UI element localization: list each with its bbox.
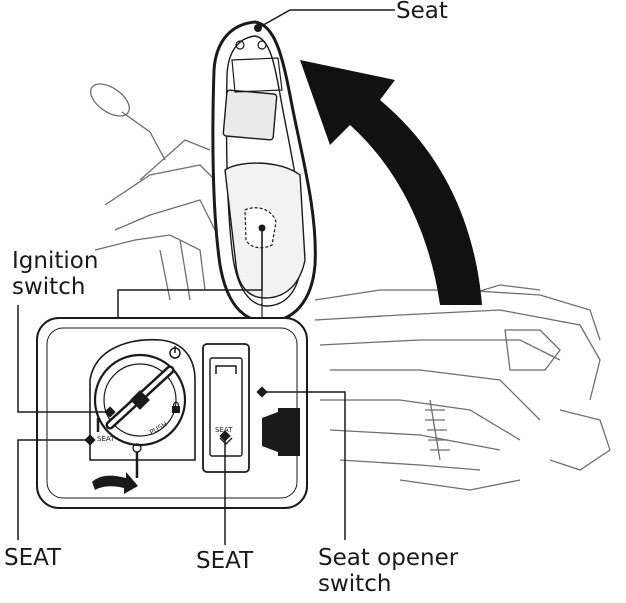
mirror-sketch <box>90 83 130 117</box>
seat-left-label: SEAT <box>4 545 62 571</box>
switch-panel: PUSH SEAT SEAT <box>36 317 308 509</box>
lock-icon <box>172 406 180 413</box>
seat-button-marking: SEAT <box>215 426 233 434</box>
ignition-switch-label: Ignition switch <box>12 248 99 300</box>
seat-mid-label: SEAT <box>196 548 254 574</box>
scooter-sketch <box>90 83 611 491</box>
rotate-arrow <box>92 472 138 494</box>
seat-hinge-plate <box>222 89 278 141</box>
shock-sketch <box>425 399 450 461</box>
ignition-seat-marking: SEAT <box>97 435 115 443</box>
handlebar-sketch <box>104 164 216 206</box>
mirror-stem-sketch <box>121 111 166 161</box>
body-sketch <box>314 289 601 341</box>
seat-raised <box>211 20 317 324</box>
seat-opener-switch-art: SEAT <box>202 343 300 473</box>
seat-left-leader <box>17 439 90 540</box>
seat-label: Seat <box>396 0 448 24</box>
lift-arrow <box>300 60 482 305</box>
ignition-switch: PUSH SEAT <box>89 338 196 494</box>
seat-top-leader <box>254 9 395 32</box>
seat-top-point <box>254 24 262 32</box>
ignition-leader <box>17 305 110 413</box>
seat-opener-switch-label: Seat opener switch <box>318 545 459 597</box>
opener-leader <box>262 391 346 540</box>
press-arrow <box>262 412 278 452</box>
